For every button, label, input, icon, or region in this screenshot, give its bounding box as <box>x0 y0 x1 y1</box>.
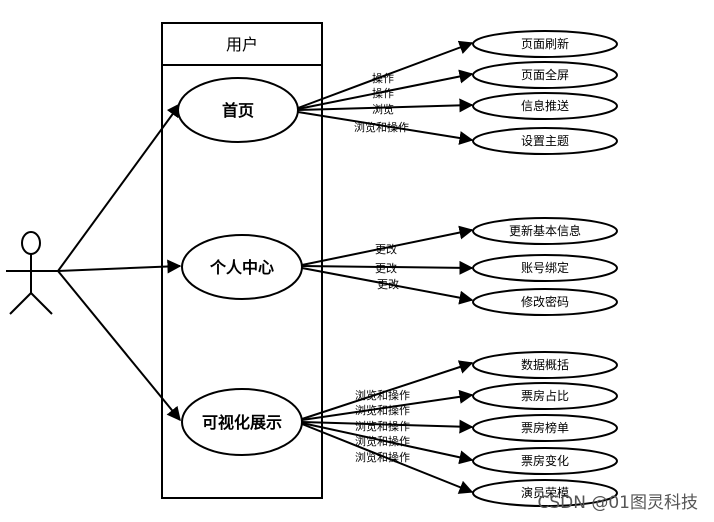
sub-use-case-label: 信息推送 <box>521 98 569 113</box>
sub-use-case-update-info[interactable]: 更新基本信息 <box>472 217 618 245</box>
visual-edges: 浏览和操作 浏览和操作 浏览和操作 浏览和操作 浏览和操作 <box>301 360 474 494</box>
sub-use-case-box-office-share[interactable]: 票房占比 <box>472 382 618 410</box>
sub-use-case-label: 账号绑定 <box>521 260 569 275</box>
sub-use-case-data-overview[interactable]: 数据概括 <box>472 351 618 379</box>
edge-label: 更改 <box>377 277 399 291</box>
edge-label: 更改 <box>375 242 397 256</box>
sub-use-case-fullscreen[interactable]: 页面全屏 <box>472 61 618 89</box>
sub-use-case-label: 数据概括 <box>521 357 569 372</box>
sub-use-case-label: 更新基本信息 <box>509 223 581 238</box>
edge-label: 浏览 <box>372 102 394 116</box>
use-case-home[interactable]: 首页 <box>177 77 299 143</box>
system-title: 用户 <box>226 35 258 54</box>
actor-to-visual-edge <box>57 270 181 422</box>
edge-visual-share <box>301 389 474 421</box>
use-case-visual[interactable]: 可视化展示 <box>181 388 303 456</box>
edge-visual-change <box>301 422 474 465</box>
edge-label: 更改 <box>375 261 397 275</box>
sub-use-case-bind-account[interactable]: 账号绑定 <box>472 254 618 282</box>
edge-personal-bind <box>301 260 474 275</box>
edge-label: 浏览和操作 <box>355 419 410 433</box>
actor-associations <box>57 102 182 422</box>
sub-use-case-label: 页面全屏 <box>521 67 569 82</box>
edge-home-refresh <box>297 40 474 109</box>
stick-figure-actor-icon <box>6 231 58 315</box>
sub-use-case-label: 票房占比 <box>521 388 569 403</box>
edge-visual-overview <box>301 360 474 420</box>
home-edges: 操作 操作 浏览 浏览和操作 <box>297 40 474 145</box>
edge-label: 浏览和操作 <box>355 403 410 417</box>
sub-use-case-box-office-ranking[interactable]: 票房榜单 <box>472 414 618 442</box>
edge-label: 浏览和操作 <box>355 450 410 464</box>
watermark: CSDN @01图灵科技 <box>537 493 698 513</box>
edge-label: 操作 <box>372 71 394 85</box>
edge-label: 浏览和操作 <box>354 120 409 134</box>
sub-use-case-refresh[interactable]: 页面刷新 <box>472 30 618 58</box>
edge-label: 浏览和操作 <box>355 388 410 402</box>
edge-label: 浏览和操作 <box>355 434 410 448</box>
sub-use-case-label: 票房榜单 <box>521 420 569 435</box>
sub-use-case-actor-ranking[interactable]: 演员荣模 <box>472 479 618 507</box>
sub-use-case-box-office-change[interactable]: 票房变化 <box>472 447 618 475</box>
sub-use-case-label: 修改密码 <box>521 294 569 309</box>
use-case-visual-label: 可视化展示 <box>202 413 282 432</box>
use-case-personal-label: 个人中心 <box>209 258 274 277</box>
sub-use-case-label: 设置主题 <box>521 134 569 148</box>
sub-use-case-label: 演员荣模 <box>521 485 569 500</box>
sub-use-case-label: 票房变化 <box>521 453 569 468</box>
edge-home-theme <box>297 111 474 145</box>
edge-home-push <box>297 98 474 113</box>
edge-visual-actor <box>301 423 474 494</box>
edge-label: 操作 <box>372 86 394 100</box>
edge-visual-ranking <box>301 419 474 434</box>
personal-edges: 更改 更改 更改 <box>301 225 474 305</box>
use-case-home-label: 首页 <box>222 101 254 120</box>
sub-use-case-push[interactable]: 信息推送 <box>472 92 618 120</box>
use-case-personal[interactable]: 个人中心 <box>181 234 303 300</box>
sub-use-case-label: 页面刷新 <box>521 36 569 51</box>
actor-to-personal-edge <box>57 259 182 274</box>
edge-personal-update <box>301 225 474 266</box>
sub-use-case-theme[interactable]: 设置主题 <box>472 127 618 155</box>
sub-use-case-change-password[interactable]: 修改密码 <box>472 288 618 316</box>
edge-personal-password <box>301 267 474 305</box>
actor-to-home-edge <box>57 102 181 272</box>
edge-home-fullscreen <box>297 69 474 110</box>
